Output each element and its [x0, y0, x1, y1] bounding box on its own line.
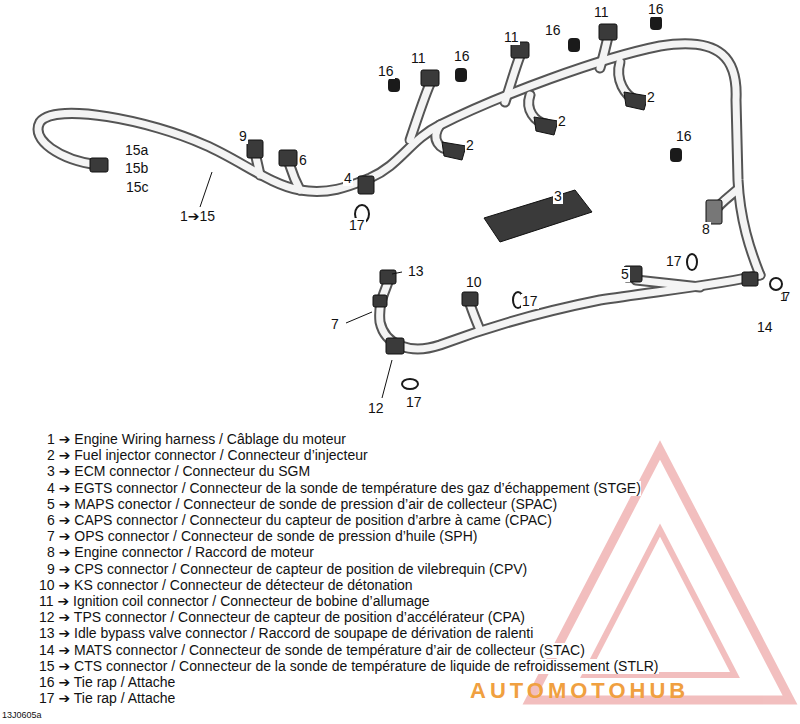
callout-number: 11 — [593, 5, 610, 20]
legend-line: 8 ➔ Engine connector / Raccord de moteur — [47, 545, 314, 560]
figure-code: 13J0605a — [2, 711, 42, 721]
callout-number: 2 — [646, 90, 656, 105]
callout-number: 2 — [557, 114, 567, 129]
callout-number: 9 — [238, 129, 248, 144]
callout-number: 17 — [665, 254, 683, 269]
legend-line: 4 ➔ EGTS connector / Connecteur de la so… — [47, 481, 641, 496]
callout-number: 16 — [544, 23, 562, 38]
callout-number: 15c — [125, 180, 150, 195]
callout-number: 17 — [405, 395, 423, 410]
legend-line: 12 ➔ TPS connector / Connecteur de capte… — [39, 610, 525, 625]
callout-number: 17 — [779, 291, 787, 305]
callout-number: 15b — [124, 161, 149, 176]
callout-number: 2 — [465, 138, 475, 153]
callout-number: 16 — [453, 49, 471, 64]
callout-number: 11 — [503, 30, 520, 45]
callout-number: 14 — [756, 320, 774, 335]
legend-line: 6 ➔ CAPS connector / Connecteur du capte… — [47, 513, 552, 528]
callout-number: 16 — [675, 129, 693, 144]
legend-line: 3 ➔ ECM connector / Connecteur du SGM — [47, 464, 310, 479]
legend-line: 11 ➔ Ignition coil connector / Connecteu… — [39, 594, 430, 609]
callout-number: 16 — [377, 64, 395, 79]
legend-line: 15 ➔ CTS connector / Connecteur de la so… — [39, 659, 659, 674]
callout-number: 5 — [620, 267, 630, 282]
callout-number: 12 — [367, 401, 385, 416]
callout-number: 17 — [521, 294, 539, 309]
legend-line: 10 ➔ KS connector / Connecteur de détect… — [39, 578, 413, 593]
callout-number: 15a — [124, 143, 149, 158]
legend-line: 2 ➔ Fuel injector connector / Connecteur… — [47, 448, 368, 463]
legend-line: 5 ➔ MAPS conector / Connecteur de sonde … — [47, 497, 557, 512]
legend-line: 7 ➔ OPS connector / Connecteur de sonde … — [47, 529, 477, 544]
legend-line: 9 ➔ CPS connector / Connecteur de capteu… — [47, 562, 527, 577]
callout-number: 4 — [343, 171, 353, 186]
callout-number: 6 — [298, 153, 308, 168]
callout-number: 17 — [348, 218, 366, 233]
callout-number: 11 — [410, 51, 427, 66]
callout-number: 1➔15 — [179, 209, 216, 224]
legend-line: 16 ➔ Tie rap / Attache — [39, 675, 175, 690]
watermark: AUTOMOTOHUB — [470, 679, 689, 703]
callout-number: 16 — [647, 2, 665, 17]
callout-number: 7 — [330, 317, 340, 332]
callout-number: 8 — [701, 222, 711, 237]
legend-line: 17 ➔ Tie rap / Attache — [39, 691, 175, 706]
legend-line: 13 ➔ Idle bypass valve connector / Racco… — [39, 626, 533, 641]
legend-line: 14 ➔ MATS connector / Connecteur de sond… — [39, 643, 585, 658]
callout-number: 3 — [553, 189, 563, 204]
legend-line: 1 ➔ Engine Wiring harness / Câblage du m… — [47, 432, 346, 447]
callout-number: 10 — [465, 275, 483, 290]
callout-number: 13 — [407, 264, 425, 279]
